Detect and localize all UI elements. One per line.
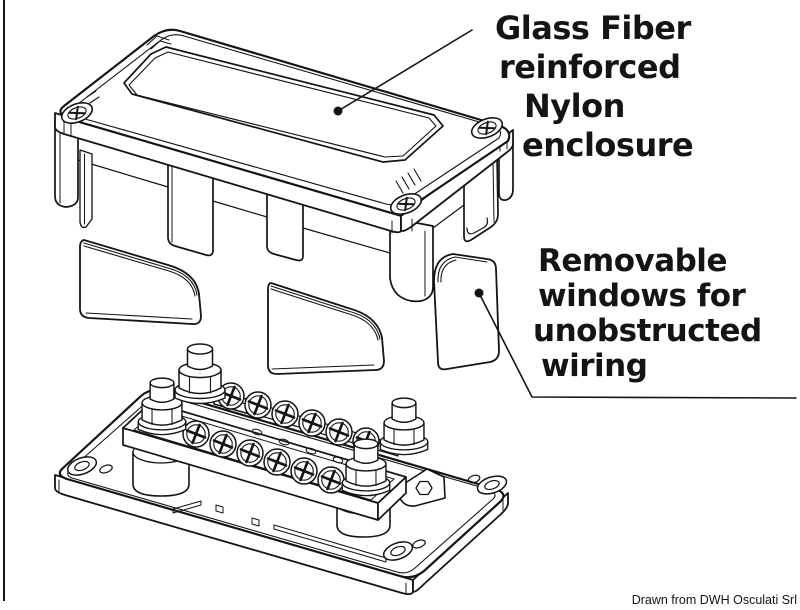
page-border-left: [3, 0, 5, 601]
annotation-enclosure-line: Nylon: [524, 87, 625, 125]
enclosure-end-wall: [79, 149, 93, 229]
credit-text: Drawn from DWH Osculati Srl: [631, 593, 797, 607]
terminal-screw-icon: [262, 447, 292, 477]
mounting-slots: [64, 452, 510, 565]
annotation-enclosure-line: enclosure: [522, 126, 694, 164]
terminal-screw-icon: [243, 390, 273, 420]
enclosure-body: [54, 119, 514, 303]
annotation-windows-line: unobstructed: [533, 313, 762, 349]
annotation-enclosure-line: reinforced: [499, 48, 681, 86]
leader-line-windows: [474, 288, 797, 399]
enclosure-leg-front: [389, 217, 434, 303]
annotation-windows-line: wiring: [541, 348, 648, 384]
terminal-screw-icon: [289, 456, 319, 486]
terminal-screw-icon: [324, 417, 354, 447]
annotation-enclosure-line: Glass Fiber: [495, 9, 691, 47]
terminal-screw-icon: [297, 408, 327, 438]
annotation-windows-line: windows for: [538, 278, 746, 314]
stud-right-rear: [379, 397, 429, 456]
base-grooves: [172, 500, 387, 563]
terminal-screw-icon: [208, 429, 238, 459]
enclosure-wall-tab-2: [266, 189, 304, 262]
annotation-windows-line: Removable: [538, 243, 727, 279]
window-panel-right: [433, 253, 500, 371]
terminal-screw-icon: [270, 399, 300, 429]
terminal-screw-icon: [181, 419, 211, 449]
lid-recessed-panel: [123, 46, 444, 163]
leader-dot: [333, 106, 343, 116]
stud-left-front: [174, 343, 226, 405]
enclosure-lid-top: [59, 28, 511, 215]
terminal-screw-icon: [235, 438, 265, 468]
terminal-base: [54, 343, 510, 596]
window-panel-center: [267, 282, 385, 375]
enclosure-leg-left: [54, 119, 79, 208]
terminal-screw-icon: [316, 465, 346, 495]
window-panel-left: [79, 239, 202, 325]
leader-dot: [474, 288, 484, 298]
leader-line-enclosure: [333, 29, 473, 116]
enclosure-wall-tab-1: [167, 160, 214, 257]
removable-window-panels: [79, 239, 500, 375]
